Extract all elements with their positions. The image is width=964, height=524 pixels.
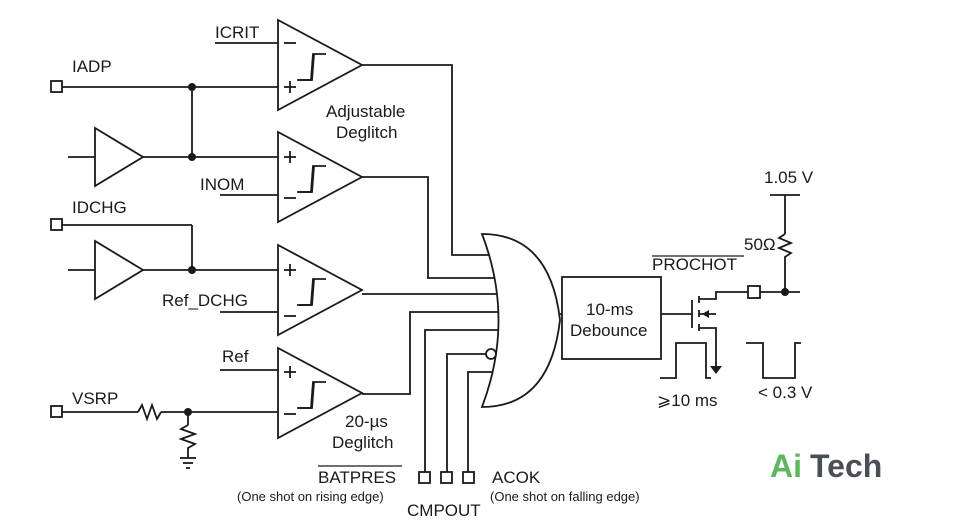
cmpout-pin	[440, 471, 453, 484]
deglitch-20us-line2: Deglitch	[332, 433, 393, 452]
comparator-inom	[277, 130, 364, 224]
buffer-amplifier-1	[94, 126, 145, 188]
idchg-pin	[50, 218, 63, 231]
low-level-waveform	[746, 342, 801, 379]
or-gate	[480, 233, 561, 408]
pullup-resistor	[770, 194, 800, 292]
inom-label: INOM	[200, 175, 244, 194]
idchg-wiring	[62, 224, 278, 313]
batpres-label: BATPRES	[318, 468, 396, 487]
ref-dchg-label: Ref_DCHG	[162, 291, 248, 310]
resistor-label: 50Ω	[744, 235, 776, 254]
prochot-label: PROCHOT	[652, 255, 737, 274]
buffer-amplifier-2	[94, 239, 145, 301]
mosfet-transistor	[661, 291, 748, 374]
aitech-logo: Ai Tech	[770, 448, 882, 484]
vsrp-label: VSRP	[72, 389, 118, 408]
adjustable-deglitch-line2: Deglitch	[336, 123, 397, 142]
comparator-vsrp	[277, 346, 364, 440]
ref-label: Ref	[222, 347, 249, 366]
deglitch-20us-line1: 20-µs	[345, 412, 388, 431]
iadp-wiring	[62, 42, 278, 196]
pulse-width-label: ⩾10 ms	[657, 391, 718, 410]
junction-dot	[184, 408, 192, 416]
iadp-label: IADP	[72, 57, 112, 76]
debounce-line2: Debounce	[570, 321, 648, 340]
pulse-waveform	[660, 342, 711, 379]
adjustable-deglitch-line1: Adjustable	[326, 102, 405, 121]
low-level-label: < 0.3 V	[758, 383, 813, 402]
comparator-outputs	[362, 64, 502, 395]
batpres-note: (One shot on rising edge)	[237, 489, 384, 504]
inverter-bubble	[485, 348, 497, 360]
acok-label: ACOK	[492, 468, 541, 487]
idchg-label: IDCHG	[72, 198, 127, 217]
vsrp-pin	[50, 405, 63, 418]
debounce-box	[561, 276, 662, 360]
supply-voltage-label: 1.05 V	[764, 168, 814, 187]
acok-note: (One shot on falling edge)	[490, 489, 640, 504]
logo-part-ai: Ai	[770, 448, 802, 484]
iadp-pin	[50, 80, 63, 93]
prochot-pin	[747, 285, 761, 299]
logo-part-tech: Tech	[810, 448, 882, 484]
comparator-icrit	[277, 18, 364, 112]
batpres-pin	[418, 471, 431, 484]
icrit-label: ICRIT	[215, 23, 259, 42]
vsrp-wiring	[62, 369, 278, 469]
acok-pin	[462, 471, 475, 484]
pin-wiring	[424, 329, 498, 472]
junction-dot	[188, 83, 196, 91]
ground-arrow-icon	[710, 366, 722, 374]
cmpout-label: CMPOUT	[407, 501, 481, 520]
comparator-idchg	[277, 243, 364, 337]
junction-dot	[188, 266, 196, 274]
junction-dot	[188, 153, 196, 161]
debounce-line1: 10-ms	[586, 300, 633, 319]
